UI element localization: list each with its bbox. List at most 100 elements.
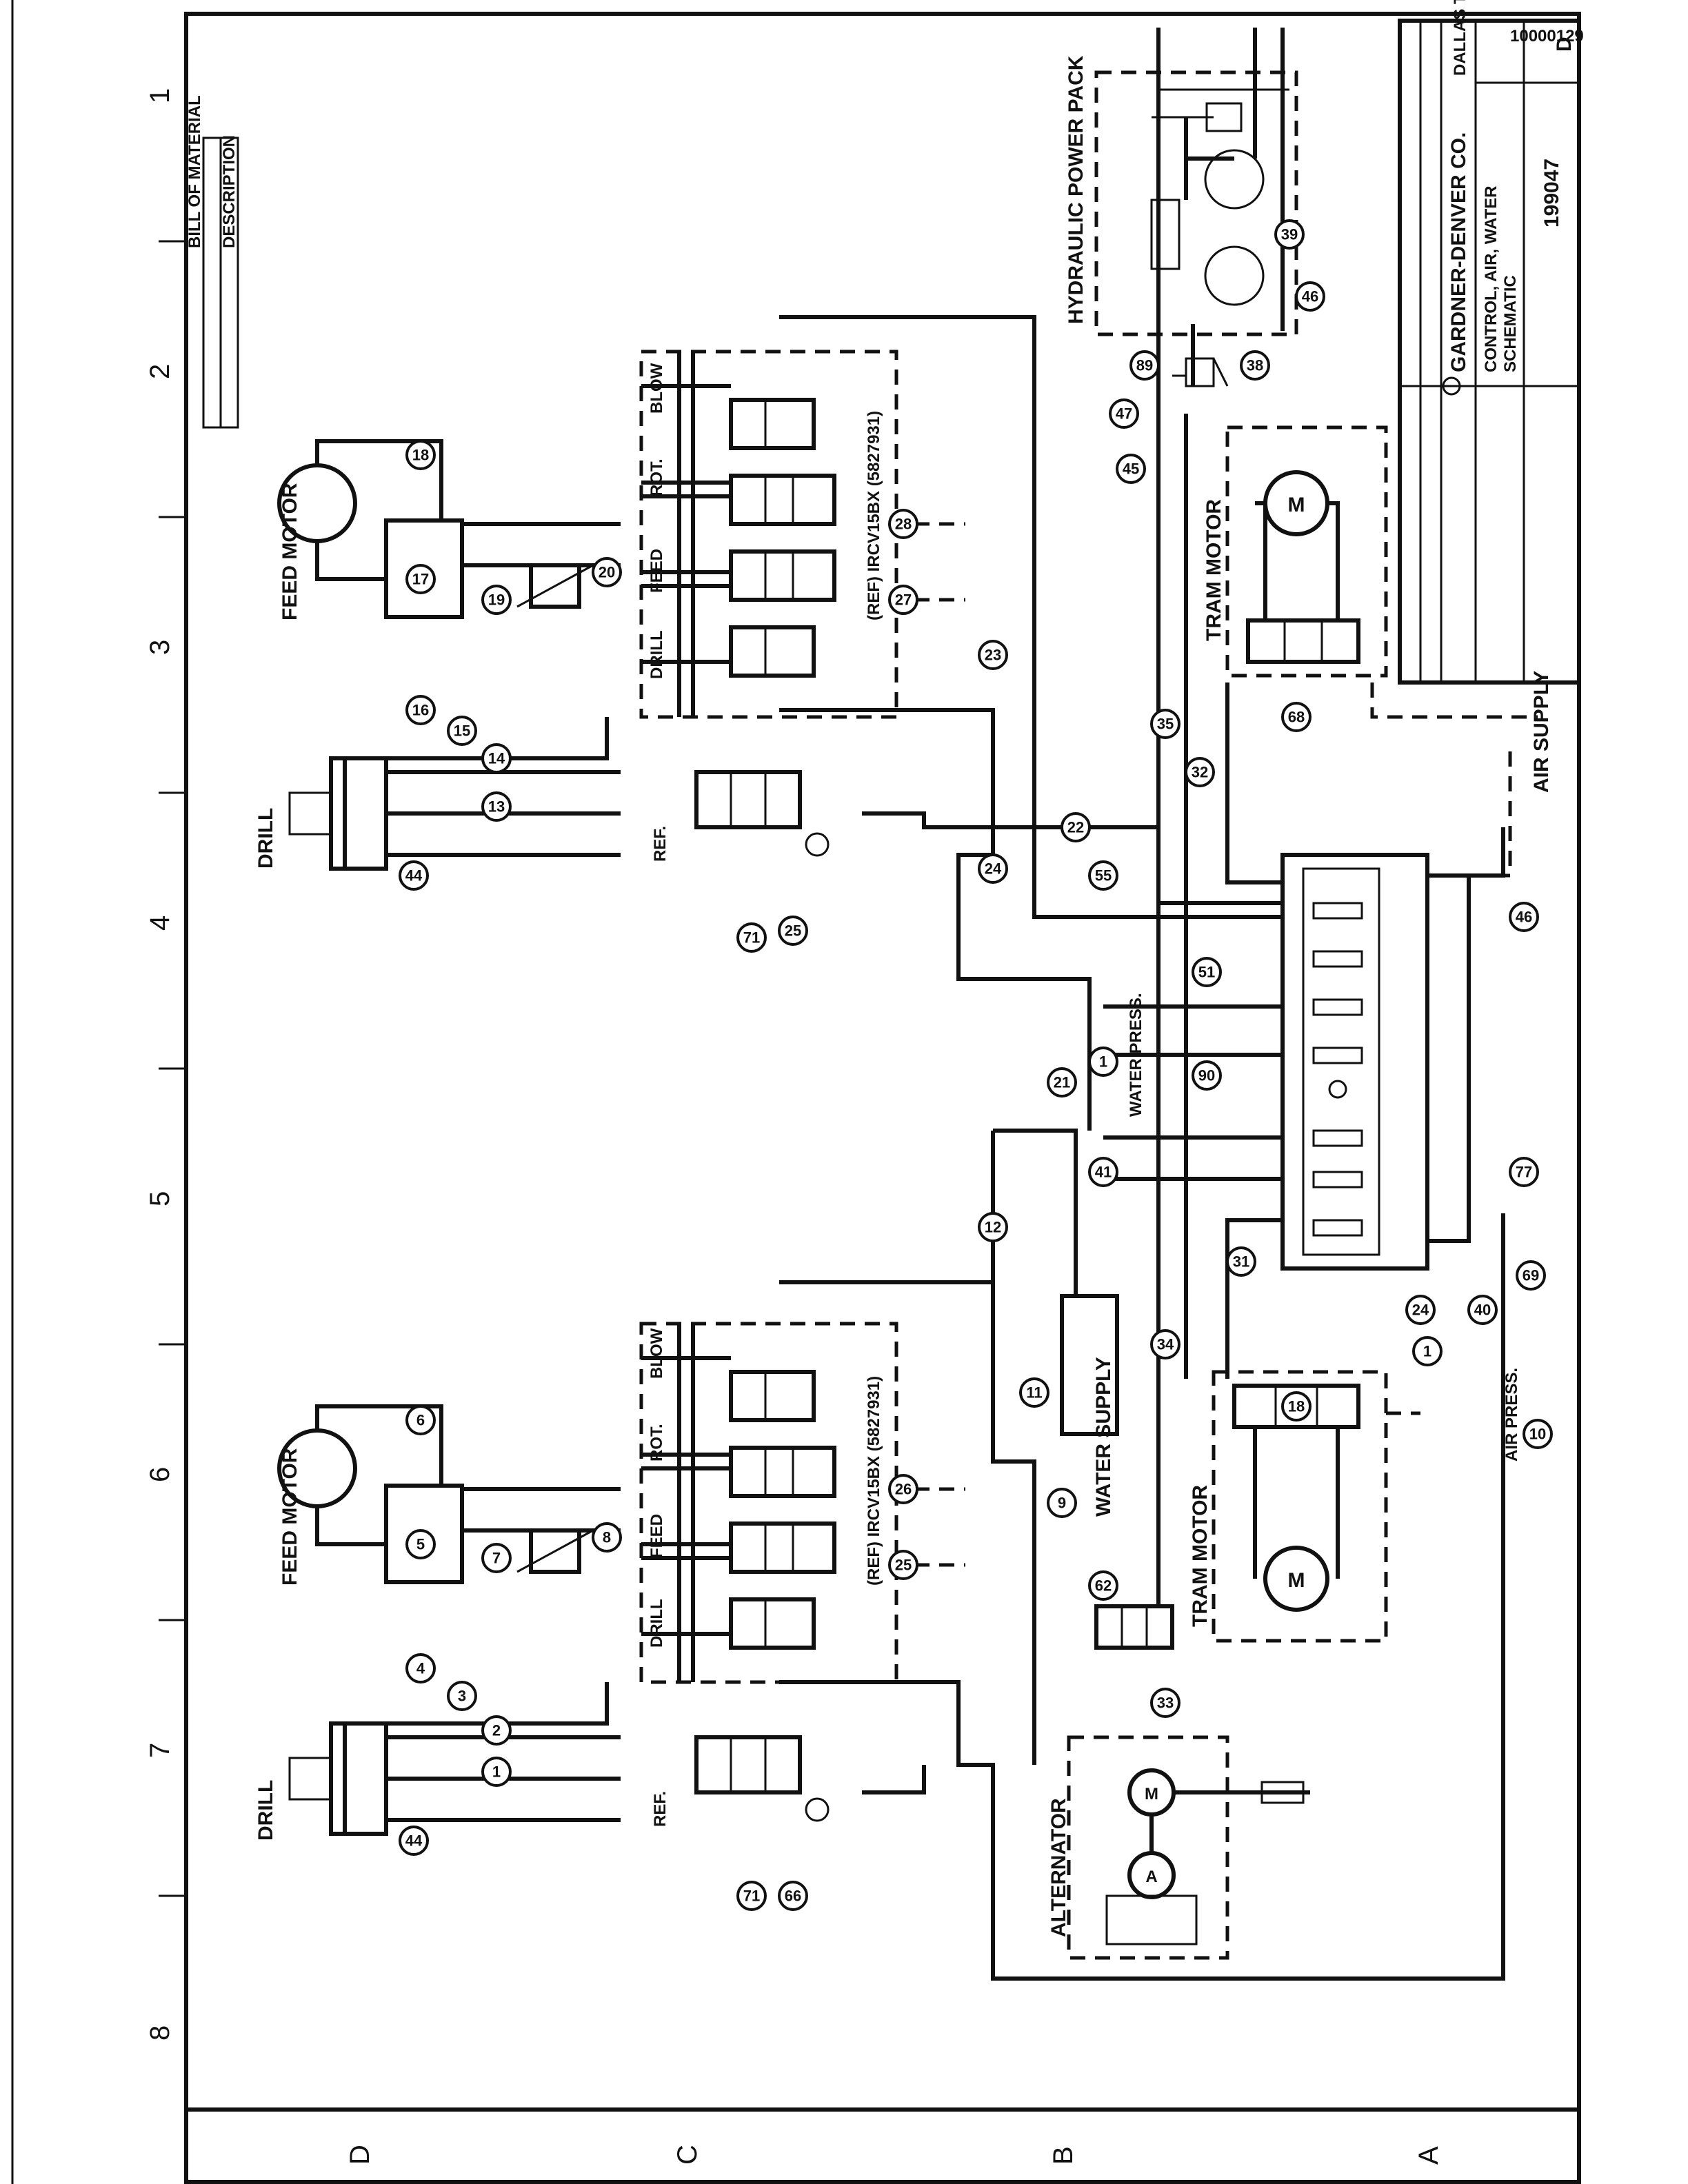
control-valve-bank-lower: (REF) IRCV15BX (5827931) BLOW ROT. FEED … [639,1322,898,1684]
svg-text:23: 23 [985,647,1001,664]
spool-drill-lower: DRILL [647,1599,666,1648]
balloon: 25 [888,1550,918,1580]
tram-motor-lower-label: TRAM MOTOR [1189,1485,1212,1627]
svg-text:24: 24 [1412,1302,1429,1319]
flow-valve-lower [516,1528,594,1574]
drawing-border [184,12,1581,2184]
spool-blow-lower: BLOW [647,1328,666,1379]
balloon: 14 [481,743,512,774]
balloon: 21 [1047,1067,1077,1098]
balloon: 44 [399,860,429,891]
balloon: 40 [1467,1295,1498,1325]
svg-text:38: 38 [1247,357,1263,374]
drawing-number: 199047 [1540,159,1563,228]
balloon: 47 [1109,398,1139,429]
balloon: 4 [405,1653,436,1684]
balloon: 28 [888,509,918,539]
feed-motor-lower-label: FEED MOTOR [279,1448,301,1586]
balloon: 39 [1274,219,1305,250]
grid-row-d: D [345,2145,375,2165]
svg-text:12: 12 [985,1219,1001,1236]
balloon: 45 [1116,454,1146,484]
balloon: 32 [1185,757,1215,787]
grid-columns: 1 2 3 4 5 6 7 8 [145,88,186,2041]
balloon: 46 [1295,281,1325,312]
svg-text:24: 24 [985,860,1002,878]
svg-text:2: 2 [492,1722,501,1739]
balloon: 18 [1281,1391,1312,1422]
svg-text:8: 8 [603,1529,611,1546]
manifold-cell [1312,1129,1363,1147]
svg-text:46: 46 [1302,288,1318,305]
tram-motor-lower-m: M [1288,1569,1305,1592]
drill-lower-label: DRILL [254,1780,277,1841]
balloon: 3 [447,1681,477,1711]
svg-text:47: 47 [1116,405,1132,423]
svg-text:20: 20 [599,564,615,581]
tram-motor-lower-icon [1263,1546,1329,1612]
piping [386,28,1538,1981]
balloon: 41 [1088,1157,1118,1187]
balloon: 55 [1088,860,1118,891]
bom-heading: BILL OF MATERIAL [185,95,204,248]
manifold-cell [1312,998,1363,1016]
balloon: 23 [978,640,1008,670]
bill-of-material-header: BILL OF MATERIAL DESCRIPTION [185,95,239,429]
ref-valve-upper: (REF) IRCV15BX (5827931) [865,411,883,620]
svg-text:18: 18 [412,447,429,464]
svg-text:13: 13 [488,798,505,816]
balloon: 31 [1226,1246,1256,1277]
manifold-cell [1312,1046,1363,1064]
svg-text:71: 71 [743,1888,760,1905]
balloon: 24 [1405,1295,1436,1325]
callout-balloons: 18 17 19 20 16 15 14 13 44 23 24 22 35 3… [399,219,1553,1911]
hydraulic-power-pack-label: HYDRAULIC POWER PACK [1065,55,1087,324]
drill-upper-label: DRILL [254,808,277,869]
balloon: 62 [1088,1570,1118,1601]
manifold-cell [1312,1219,1363,1237]
svg-text:44: 44 [405,867,423,884]
svg-text:44: 44 [405,1832,423,1850]
balloon: 15 [447,716,477,746]
grid-row-b: B [1048,2146,1078,2165]
alternator-valve [1094,1604,1174,1650]
svg-text:6: 6 [416,1412,425,1429]
balloon: 6 [405,1405,436,1435]
svg-text:7: 7 [492,1550,501,1567]
doc-id: 10000129 [1510,27,1584,46]
svg-text:3: 3 [458,1688,466,1705]
water-supply-label: WATER SUPPLY [1092,1357,1115,1517]
balloon: 26 [888,1474,918,1504]
svg-text:16: 16 [412,702,429,719]
svg-text:1: 1 [492,1763,501,1781]
central-manifold: AIR SUPPLY [1280,671,1553,1271]
water-supply: WATER SUPPLY WATER PRESS. AIR PRESS. [1060,993,1521,1517]
balloon: 66 [778,1881,808,1911]
grid-col-5: 5 [145,1191,175,1206]
company-location: DALLAS TEXAS [1451,0,1469,76]
manifold-cell [1312,1171,1363,1189]
svg-text:25: 25 [785,922,801,940]
air-supply-label: AIR SUPPLY [1530,671,1553,793]
ref-valve-lower: (REF) IRCV15BX (5827931) [865,1376,883,1586]
svg-text:89: 89 [1136,357,1153,374]
svg-text:32: 32 [1192,764,1208,781]
svg-text:62: 62 [1095,1577,1112,1595]
spool-feed-lower: FEED [647,1514,666,1558]
manifold-cell [1312,950,1363,968]
ref-tag-upper: REF. [651,826,670,862]
svg-text:10: 10 [1529,1426,1546,1443]
svg-text:4: 4 [416,1660,425,1677]
grid-col-7: 7 [145,1743,175,1758]
air-press-label: AIR PRESS. [1503,1368,1521,1462]
balloon: 1 [481,1757,512,1787]
svg-text:46: 46 [1516,909,1532,926]
manifold-cell [1312,902,1363,920]
tram-motor-lower: TRAM MOTOR M [1189,1370,1388,1643]
svg-text:25: 25 [895,1557,912,1574]
svg-text:19: 19 [488,592,505,609]
company-name: GARDNER-DENVER CO. [1447,132,1470,372]
title-line-2: SCHEMATIC [1501,275,1520,372]
balloon: 77 [1509,1157,1539,1187]
balloon: 90 [1192,1060,1222,1091]
